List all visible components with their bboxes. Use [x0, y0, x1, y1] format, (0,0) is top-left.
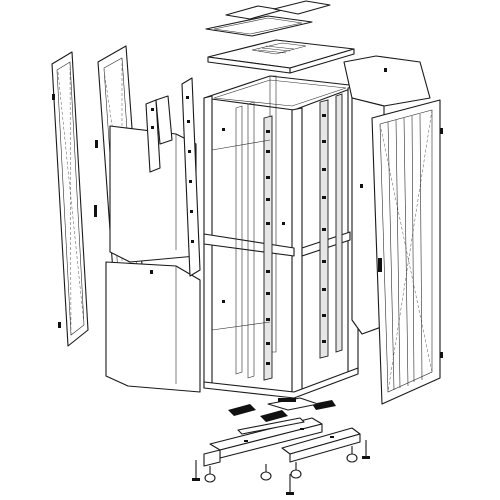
- mounting-rail-left: [145, 77, 201, 277]
- caster-rear-right: [346, 446, 358, 463]
- caster-front-left: [204, 466, 216, 483]
- side-panel-lower: [105, 261, 201, 393]
- front-door-left-outer: [51, 51, 89, 347]
- rear-door: [371, 99, 443, 405]
- top-blanking-plates: [225, 0, 331, 20]
- cabinet-frame: [203, 75, 359, 399]
- caster-front-middle: [260, 464, 272, 481]
- roof-panel: [207, 39, 355, 74]
- levelling-foot-right: [362, 440, 370, 459]
- plinth-base: [203, 417, 361, 467]
- base-gland-plates: [228, 397, 336, 422]
- levelling-foot-center: [286, 474, 294, 495]
- top-cable-plate: [205, 15, 313, 37]
- caster-rear-left: [290, 462, 302, 479]
- levelling-foot-left: [192, 460, 200, 481]
